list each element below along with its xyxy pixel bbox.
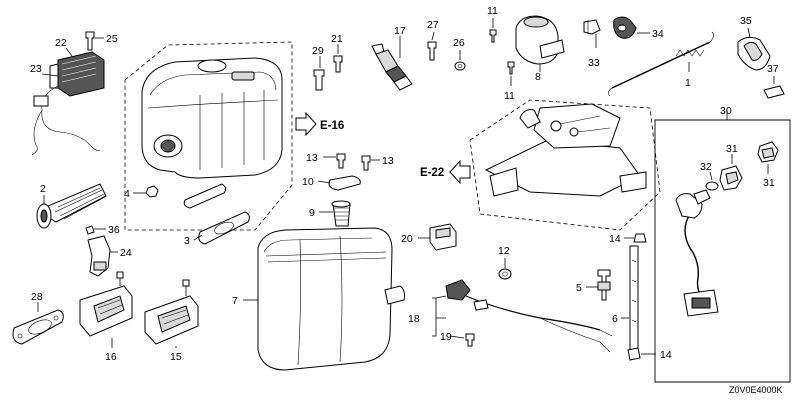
- cover-8: [515, 15, 565, 65]
- muffler: [257, 227, 405, 371]
- callout-7: 7: [232, 295, 238, 307]
- callout-10: 10: [302, 176, 314, 188]
- callout-9: 9: [309, 207, 315, 219]
- callout-1: 1: [685, 77, 691, 89]
- o-ring-32: [705, 181, 719, 191]
- callout-14b: 14: [660, 349, 672, 361]
- callout-17: 17: [394, 25, 406, 37]
- callout-8: 8: [535, 71, 541, 83]
- callout-21: 21: [331, 33, 343, 45]
- callout-37: 37: [767, 63, 779, 75]
- bolt-29: [313, 69, 325, 91]
- pin-37: [763, 85, 785, 99]
- clamp-35: [737, 36, 771, 71]
- oil-sensor-head: [675, 193, 703, 219]
- fuel-cock-5: [597, 269, 611, 301]
- callout-11b: 11: [504, 90, 515, 102]
- callout-24: 24: [120, 247, 132, 259]
- wire-harness-18: [445, 279, 613, 353]
- mount-15: [144, 279, 199, 345]
- callout-31a: 31: [726, 143, 738, 155]
- callout-31b: 31: [763, 177, 775, 189]
- gasket-28: [12, 309, 64, 345]
- washer-12: [498, 268, 512, 280]
- callout-26: 26: [453, 37, 465, 49]
- screw-19: [465, 333, 475, 347]
- callout-16: 16: [105, 351, 117, 363]
- clip-14a: [633, 233, 647, 243]
- callout-19: 19: [440, 331, 452, 343]
- muffler-outlet: [384, 285, 405, 305]
- protector-10: [328, 175, 361, 191]
- callout-4: 4: [124, 188, 130, 200]
- fuel-tank-dashed-box: [124, 41, 293, 231]
- callout-13a: 13: [306, 152, 318, 164]
- fuel-strainer: [36, 183, 107, 229]
- control-bracket-group: [469, 99, 661, 231]
- callout-2: 2: [40, 183, 46, 195]
- callout-20: 20: [401, 233, 413, 245]
- drawing-code: Z0V0E4000K: [729, 385, 783, 395]
- callout-5: 5: [576, 282, 582, 294]
- callout-29: 29: [312, 45, 324, 57]
- section-ref-e22[interactable]: E-22: [420, 159, 471, 185]
- fuel-tank-group: [124, 41, 293, 231]
- fuel-tube-6: [629, 245, 639, 353]
- switch-20: [429, 223, 457, 251]
- fuel-tank-body: [141, 57, 283, 179]
- screw-11a: [489, 29, 497, 43]
- mount-16: [79, 271, 133, 337]
- oil-sensor-group: [654, 110, 791, 383]
- callout-28: 28: [31, 291, 43, 303]
- bracket-24: [87, 235, 111, 277]
- callout-13b: 13: [382, 155, 394, 167]
- callout-34: 34: [652, 28, 664, 40]
- clip-34: [613, 16, 637, 39]
- callout-33: 33: [588, 57, 600, 69]
- callout-15: 15: [170, 351, 182, 363]
- screw-13b: [361, 155, 371, 171]
- voltage-regulator: [49, 51, 105, 97]
- bolt-25: [85, 31, 95, 51]
- spark-plug: [371, 43, 413, 91]
- callout-6: 6: [612, 313, 618, 325]
- regulator-connector: [33, 95, 49, 107]
- bolt-21: [333, 55, 343, 73]
- bolt-36: [85, 225, 95, 235]
- section-ref-e22-label: E-22: [420, 167, 444, 179]
- section-ref-e16-label: E-16: [320, 120, 344, 132]
- control-bracket-dashed-box: [469, 99, 661, 231]
- screw-11b: [507, 61, 515, 75]
- screw-13a: [336, 153, 346, 169]
- section-ref-e16[interactable]: E-16: [295, 111, 344, 137]
- callout-12: 12: [498, 245, 510, 257]
- callout-27: 27: [427, 19, 439, 31]
- callout-18: 18: [408, 313, 420, 325]
- callout-23: 23: [30, 63, 42, 75]
- callout-35: 35: [740, 15, 752, 27]
- callout-22: 22: [55, 37, 67, 49]
- clip-33: [583, 19, 601, 35]
- callout-30: 30: [720, 105, 732, 117]
- clip-14b: [627, 347, 641, 361]
- callout-25: 25: [106, 33, 118, 45]
- callout-3: 3: [184, 235, 190, 247]
- spark-arrester-screen: [331, 200, 351, 227]
- callout-14a: 14: [609, 233, 621, 245]
- nut-4: [145, 185, 159, 198]
- callout-36: 36: [108, 224, 120, 236]
- callout-11a: 11: [487, 5, 498, 17]
- bolt-27: [427, 41, 437, 61]
- tank-gasket: [183, 183, 250, 245]
- callout-32: 32: [700, 161, 712, 173]
- washer-26: [454, 61, 466, 71]
- governor-rod: [608, 31, 714, 97]
- tank-cap: [197, 59, 227, 73]
